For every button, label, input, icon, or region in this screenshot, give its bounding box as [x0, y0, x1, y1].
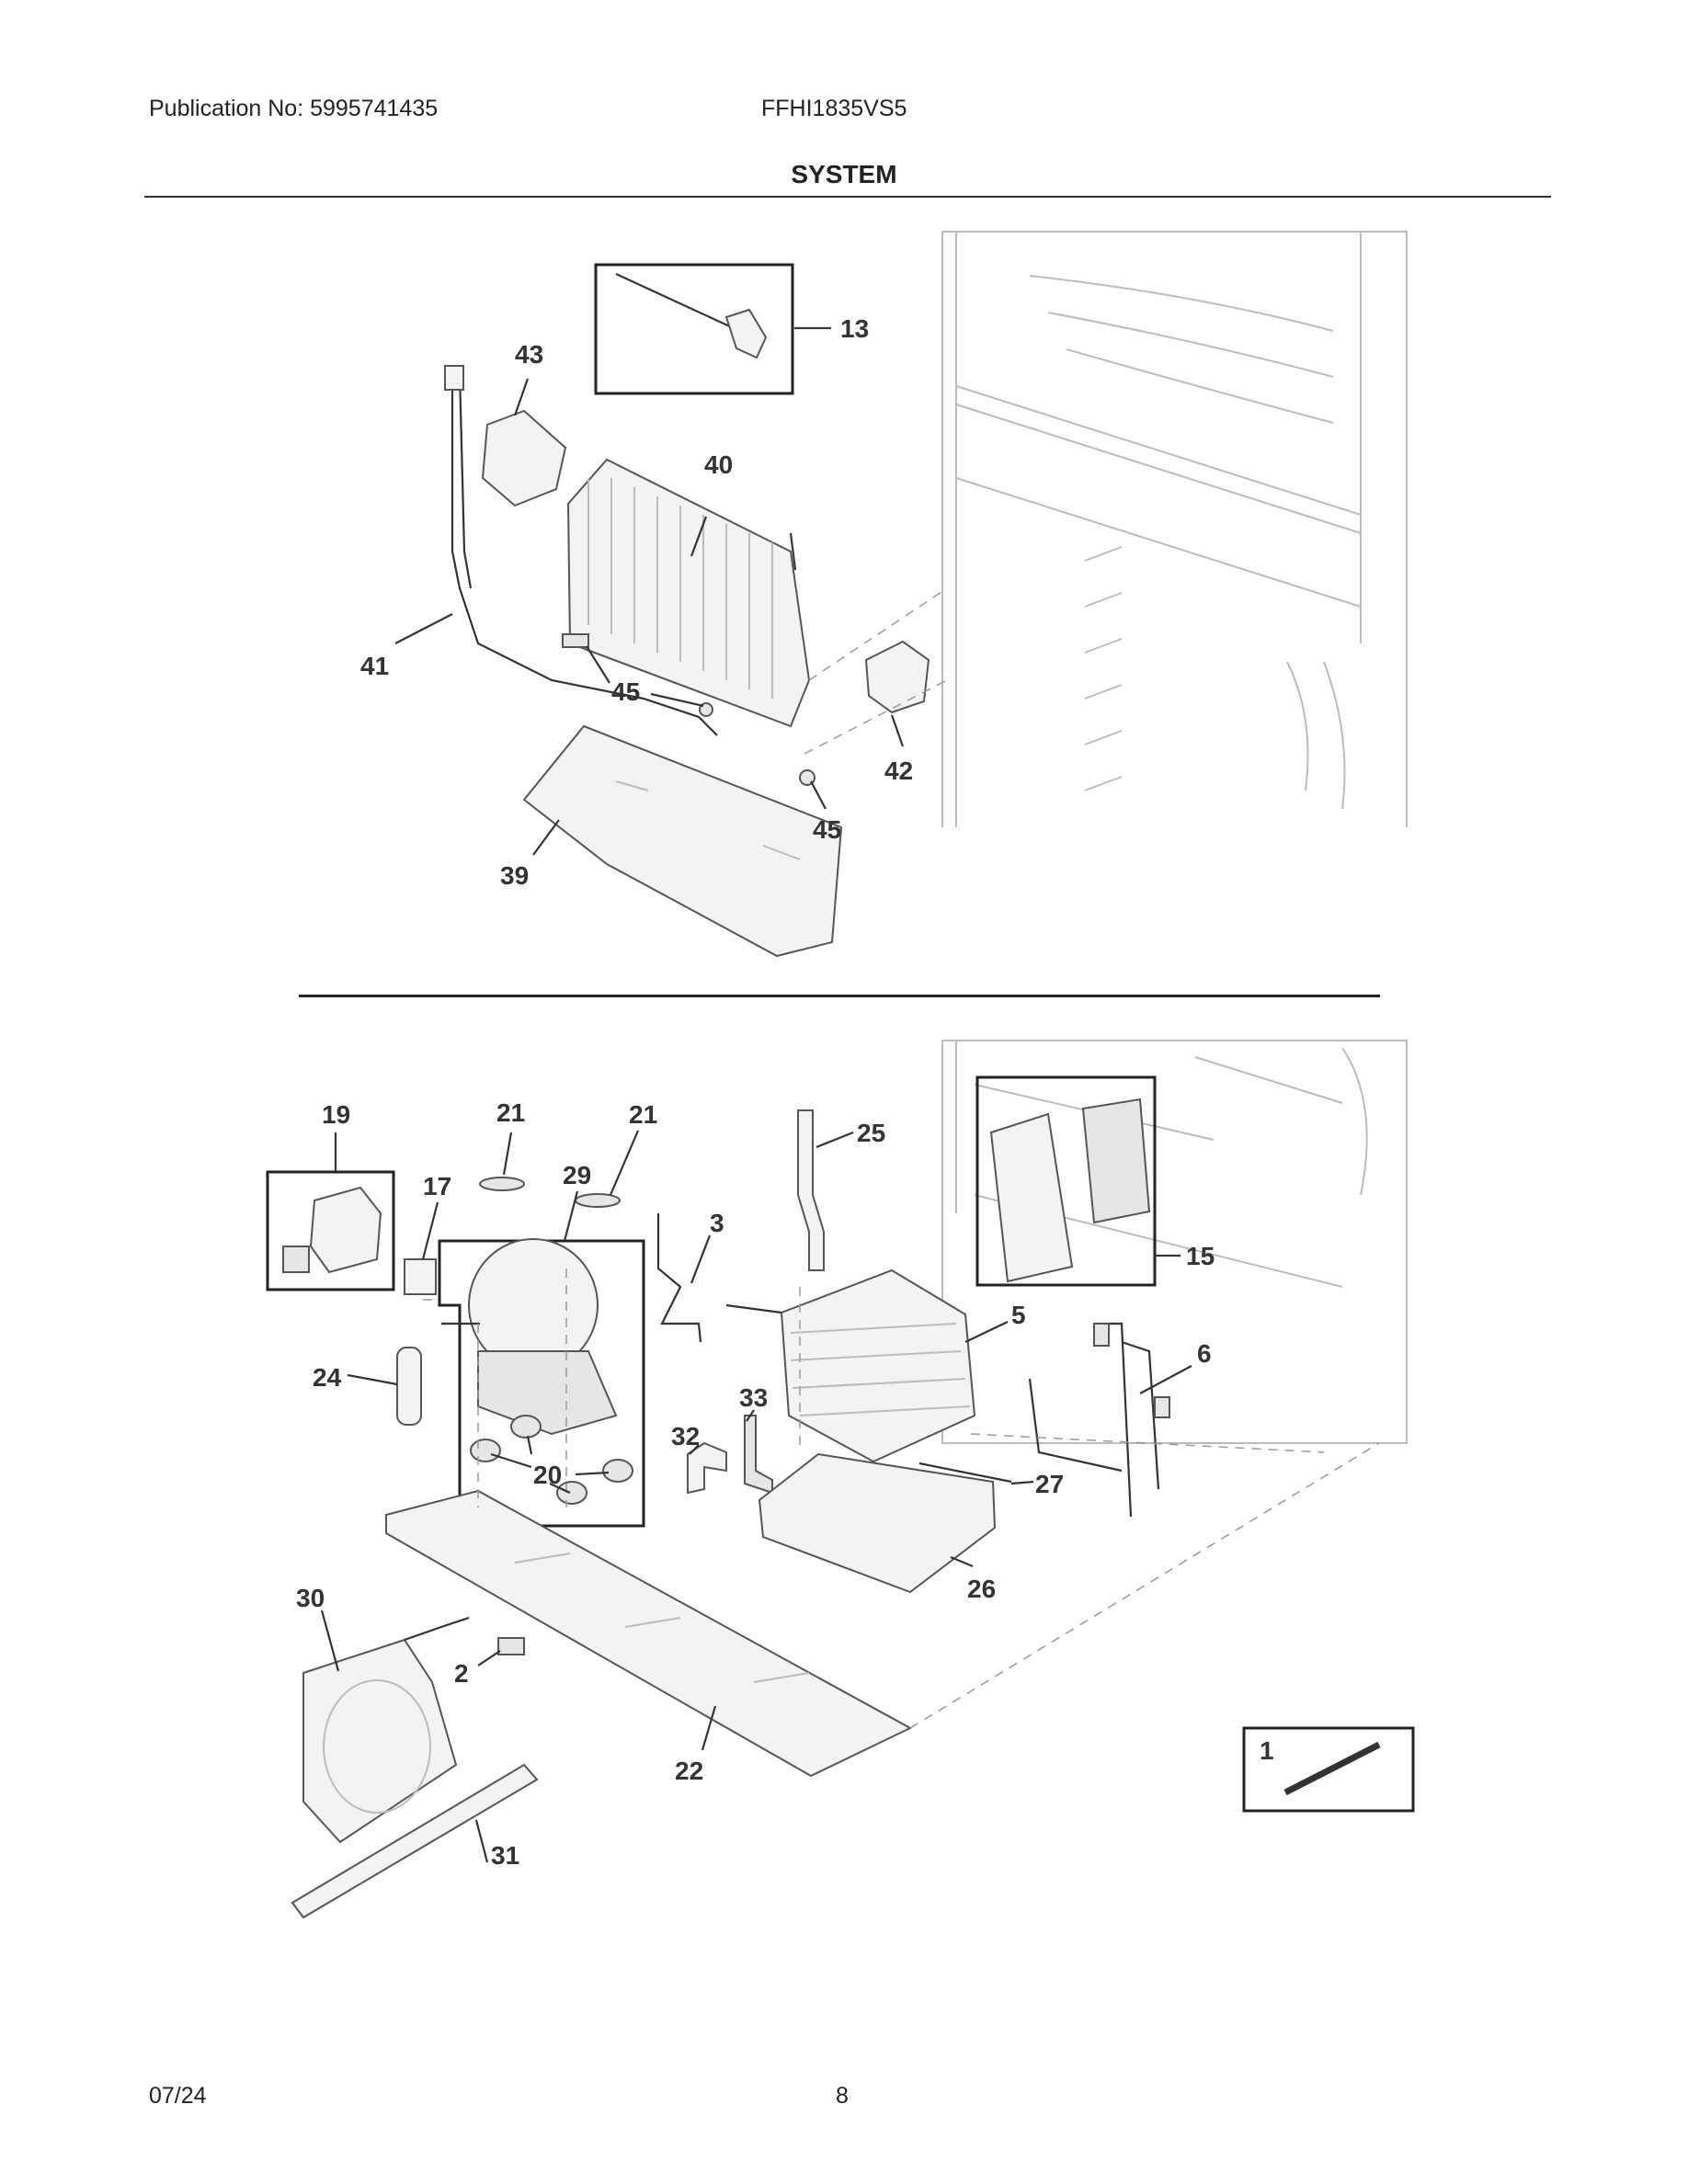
callout-13: 13: [840, 314, 869, 343]
compressor-29: [441, 1238, 618, 1436]
callout-45-lower: 45: [813, 815, 841, 844]
callout-42: 42: [884, 756, 913, 785]
bracket-33: [744, 1415, 773, 1495]
callout-3: 3: [710, 1209, 724, 1237]
callout-17: 17: [423, 1172, 451, 1200]
inset-box-1: [1242, 1726, 1415, 1813]
inset-box-13: [594, 263, 794, 395]
control-board-15: [989, 1098, 1151, 1283]
callout-41: 41: [360, 652, 389, 680]
capacitor-24: [396, 1347, 422, 1426]
sensor-clip-13: [615, 273, 768, 359]
inset-box-19: [266, 1170, 395, 1291]
section-divider: [299, 995, 1380, 997]
header-rule: [144, 196, 1551, 198]
callout-30: 30: [296, 1584, 325, 1612]
callout-20: 20: [533, 1461, 562, 1489]
thermostat-42: [864, 640, 930, 714]
fan-shroud-30: [302, 1616, 470, 1844]
callout-40: 40: [704, 450, 733, 479]
publication-number: Publication No: 5995741435: [149, 96, 439, 121]
callout-1: 1: [1260, 1736, 1274, 1765]
harness-41: [451, 372, 718, 736]
cabinet-outline-top: [941, 231, 1408, 827]
page-number: 8: [836, 2083, 849, 2109]
sensor-2: [497, 1637, 525, 1655]
bracket-32: [687, 1441, 727, 1495]
callout-26: 26: [967, 1575, 996, 1603]
strap-21a: [479, 1177, 525, 1191]
callout-6: 6: [1197, 1339, 1212, 1368]
bracket-31: [291, 1763, 539, 1919]
rod-27: [918, 1462, 1012, 1484]
callout-21-left: 21: [496, 1098, 525, 1127]
callout-39: 39: [500, 861, 529, 890]
callout-33: 33: [739, 1383, 768, 1412]
inset-box-15: [975, 1075, 1157, 1287]
callout-31: 31: [491, 1841, 519, 1870]
callout-29: 29: [563, 1161, 591, 1189]
clip-45a: [562, 633, 589, 648]
callout-15: 15: [1186, 1242, 1215, 1270]
drain-tube-25: [797, 1109, 825, 1271]
callout-45-upper: 45: [611, 677, 640, 706]
callout-5: 5: [1011, 1301, 1026, 1329]
defrost-control-43: [481, 409, 567, 507]
section-title: SYSTEM: [791, 160, 897, 188]
overload-17: [404, 1258, 437, 1295]
relay-cover-19: [282, 1186, 382, 1274]
callout-19: 19: [322, 1100, 350, 1129]
drain-pan-26: [758, 1452, 997, 1594]
callout-27: 27: [1035, 1470, 1064, 1498]
evaporator-40: [566, 458, 811, 728]
drain-trough-39: [522, 724, 843, 958]
model-number: FFHI1835VS5: [761, 96, 907, 121]
callout-22: 22: [675, 1757, 703, 1785]
callout-24: 24: [313, 1363, 342, 1392]
cabinet-outline-bottom: [941, 1040, 1408, 1444]
condenser-5: [725, 1268, 976, 1463]
strap-21b: [575, 1193, 621, 1208]
callout-2: 2: [454, 1659, 469, 1688]
callout-21-right: 21: [629, 1100, 657, 1129]
callout-32: 32: [671, 1422, 700, 1450]
tube-3: [656, 1213, 702, 1343]
callout-25: 25: [857, 1119, 885, 1147]
base-plate-22: [385, 1489, 913, 1778]
rod-1: [1283, 1741, 1381, 1796]
harness-6: [1028, 1322, 1170, 1518]
callout-43: 43: [515, 340, 543, 369]
footer-date: 07/24: [149, 2083, 207, 2109]
